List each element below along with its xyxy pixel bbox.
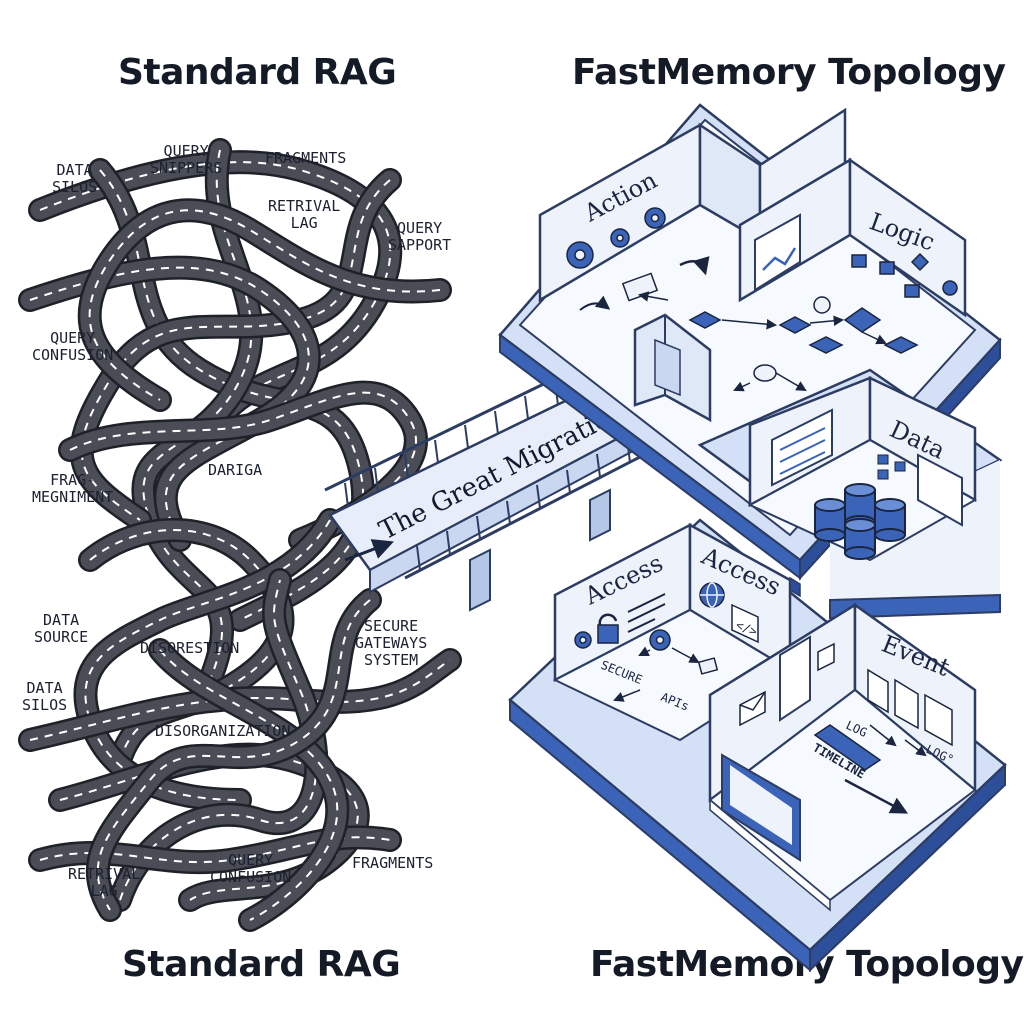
fastmemory-building: Action Logic xyxy=(498,103,1007,973)
label-fragments-top: FRAGMENTS xyxy=(265,149,347,167)
door-icon xyxy=(779,635,811,722)
label-query-confusion-bottom: QUERY CONFUSION xyxy=(210,851,292,886)
timeline-arrow-icon xyxy=(844,778,909,814)
gear-icon xyxy=(649,629,671,651)
left-top-title: Standard RAG xyxy=(118,52,397,93)
gear-icon xyxy=(574,631,592,649)
flowchart-small-icon xyxy=(877,454,906,480)
label-query-sapport: QUERY SAPPORT xyxy=(388,219,452,254)
document-icon xyxy=(867,668,953,747)
envelope-icon xyxy=(739,690,766,727)
label-data-source: DATA SOURCE xyxy=(34,611,89,646)
label-fragments-bottom: FRAGMENTS xyxy=(352,854,434,872)
floor-flowchart-icon xyxy=(688,296,919,382)
label-data-silos-top: DATA SILOS xyxy=(52,161,98,196)
flowchart-icon xyxy=(851,252,958,298)
graph-icon xyxy=(754,213,801,292)
gear-icon xyxy=(566,207,666,269)
code-icon xyxy=(731,603,759,644)
label-dariga: DARIGA xyxy=(208,461,263,479)
label-retrival-lag-bottom: RETRIVAL LAG xyxy=(68,865,141,900)
label-secure-gateways: SECURE GATEWAYS SYSTEM xyxy=(355,617,428,669)
label-query-snippers: QUERY SNIPPERS xyxy=(150,142,223,177)
entry-arrow-icon xyxy=(344,539,394,562)
label-data-silos-bottom: DATA SILOS xyxy=(22,679,68,714)
label-query-confusion-left: QUERY CONFUSION xyxy=(32,329,114,364)
label-disorestion: DISORESTION xyxy=(140,639,240,657)
label-fragmegniment: FRAG- MEGNIMENT xyxy=(32,471,114,506)
database-icon xyxy=(814,483,906,560)
refresh-arrow-icon xyxy=(679,256,710,276)
timeline-bar-icon xyxy=(813,724,882,771)
tangled-roads xyxy=(18,138,462,932)
note-icon xyxy=(817,642,835,672)
document-icon xyxy=(917,453,963,527)
right-top-title: FastMemory Topology xyxy=(572,52,1006,93)
label-retrival-lag-top: RETRIVAL LAG xyxy=(268,197,341,232)
globe-icon xyxy=(699,582,725,608)
left-bottom-title: Standard RAG xyxy=(122,944,401,985)
data-table-icon xyxy=(771,408,833,487)
lock-icon xyxy=(597,613,619,644)
label-disorganization: DISORGANIZATION xyxy=(155,722,291,740)
